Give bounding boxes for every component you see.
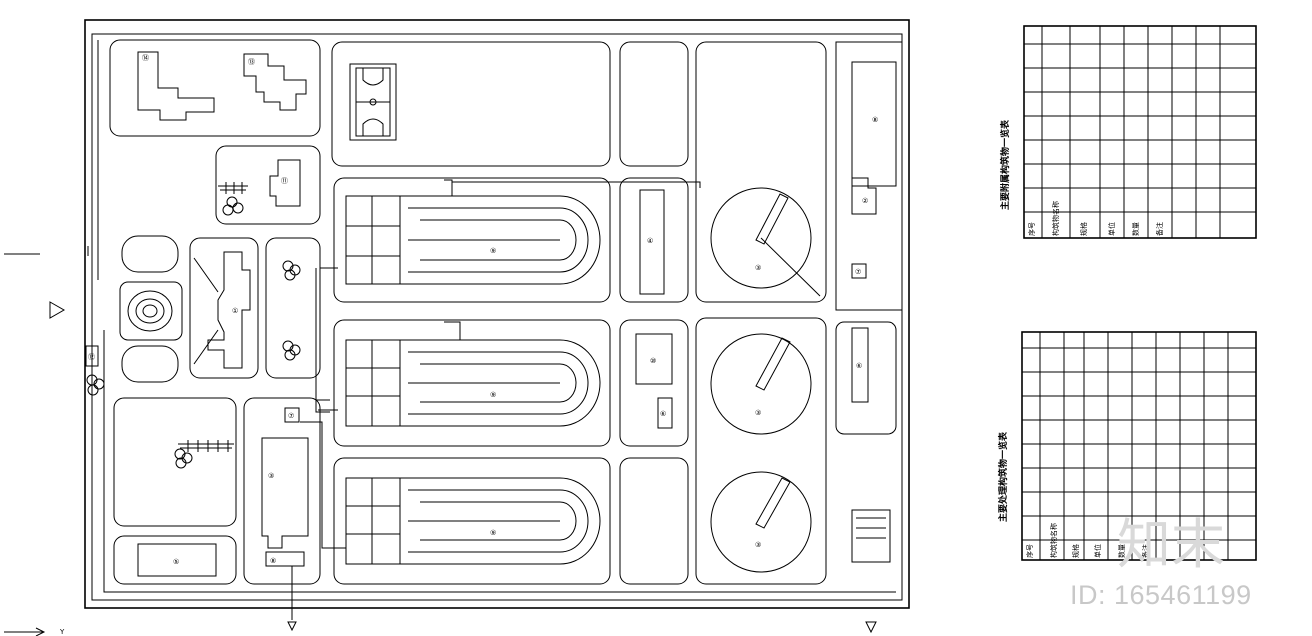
svg-text:规格: 规格 [1079, 222, 1088, 236]
lab-yard [189, 237, 259, 379]
clarifier-2: ③ [710, 333, 812, 435]
svg-text:数量: 数量 [1117, 544, 1126, 558]
site-boundary [84, 19, 910, 609]
marker-6-b: ⑥ [856, 362, 862, 370]
storage-building [851, 61, 897, 187]
filter-building [639, 189, 665, 295]
marker-7: ⑦ [288, 412, 294, 420]
green-belt-right [265, 237, 321, 379]
svg-text:序号: 序号 [1027, 222, 1036, 236]
marker-5: ⑤ [173, 558, 179, 566]
fountain-plaza [119, 281, 183, 341]
outlet-structure [851, 509, 891, 563]
lab-building [207, 251, 251, 369]
marker-2: ② [862, 197, 868, 205]
svg-text:单位: 单位 [1107, 222, 1116, 236]
svg-text:构筑物名称: 构筑物名称 [1051, 201, 1060, 236]
aeration-tank-2: ⑨ [333, 319, 611, 447]
svg-text:③: ③ [755, 541, 761, 549]
table-auxiliary-structures: 主要附属构筑物一览表 序号 构筑物名称 规格 单位 数量 备注 [999, 25, 1257, 239]
garage-yard [215, 145, 321, 225]
marker-1: ① [232, 307, 238, 315]
garage-building [269, 159, 301, 207]
clarifier-3: ③ [710, 471, 812, 573]
axis-label: Y [59, 628, 65, 636]
marker-11: ⑪ [281, 177, 288, 185]
marker-4: ④ [647, 237, 653, 245]
svg-text:③: ③ [755, 409, 761, 417]
watermark-id: ID: 165461199 [1070, 580, 1252, 610]
marker-10: ⑩ [650, 357, 656, 365]
dewatering-building [261, 437, 309, 549]
svg-text:数量: 数量 [1131, 222, 1140, 236]
office-yard [109, 39, 321, 137]
basketball-court [349, 63, 397, 141]
office-building [137, 51, 215, 121]
marker-13: ⑬ [248, 58, 255, 66]
svg-text:构筑物名称: 构筑物名称 [1049, 523, 1058, 558]
svg-text:③: ③ [755, 264, 761, 272]
table-bottom-title: 主要处理构筑物一览表 [997, 431, 1009, 522]
marker-9-a: ⑨ [490, 247, 496, 255]
table-treatment-structures: 主要处理构筑物一览表 序号 构筑物名称 规格 单位 数量 备注 [997, 331, 1257, 561]
marker-8: ⑧ [270, 557, 276, 565]
marker-9-c: ⑨ [490, 529, 496, 537]
marker-7-b: ⑦ [855, 268, 861, 276]
marker-12: ⑫ [88, 353, 95, 361]
sludge-storage [137, 543, 217, 577]
internal-road [91, 33, 903, 601]
svg-text:单位: 单位 [1093, 544, 1102, 558]
svg-text:备注: 备注 [1155, 222, 1164, 236]
blower-house [635, 333, 673, 385]
entrance-arrow [49, 301, 66, 319]
clarifier-1: ③ [710, 187, 812, 289]
lawn-lower-left [113, 397, 237, 527]
watermark-logo: 知末 [1117, 513, 1225, 576]
svg-text:规格: 规格 [1071, 544, 1080, 558]
svg-text:序号: 序号 [1025, 544, 1034, 558]
marker-9-b: ⑨ [490, 391, 496, 399]
svg-text:备注: 备注 [1141, 544, 1150, 558]
pump-house [851, 327, 869, 403]
marker-3: ③ [268, 472, 274, 480]
aeration-tank-1: ⑨ [333, 177, 611, 303]
marker-6-a: ⑥ [660, 410, 666, 418]
table-top-title: 主要附属构筑物一览表 [999, 119, 1011, 210]
sports-yard [331, 41, 611, 167]
guard-house [85, 345, 99, 367]
dormitory-building [243, 53, 307, 111]
marker-8-b: ⑧ [872, 116, 878, 124]
aeration-tank-3: ⑨ [333, 457, 611, 585]
marker-14: ⑭ [142, 54, 149, 62]
